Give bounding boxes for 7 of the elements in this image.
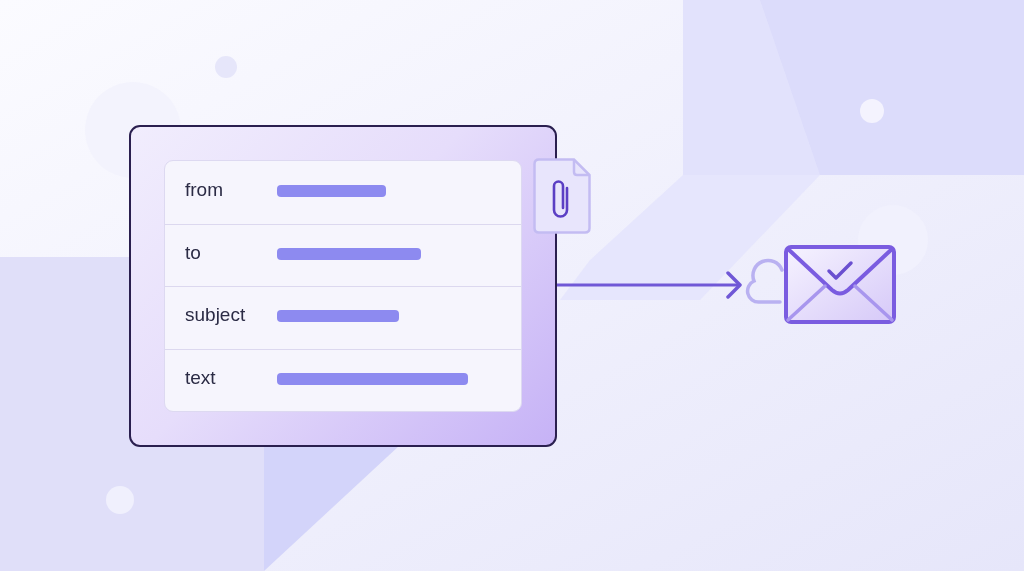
field-label: from [185, 179, 223, 201]
arrow [557, 271, 742, 299]
field-label: to [185, 242, 201, 264]
field-label: text [185, 367, 216, 389]
field-label: subject [185, 304, 246, 326]
form-card [164, 160, 522, 412]
window-panel [129, 125, 557, 447]
